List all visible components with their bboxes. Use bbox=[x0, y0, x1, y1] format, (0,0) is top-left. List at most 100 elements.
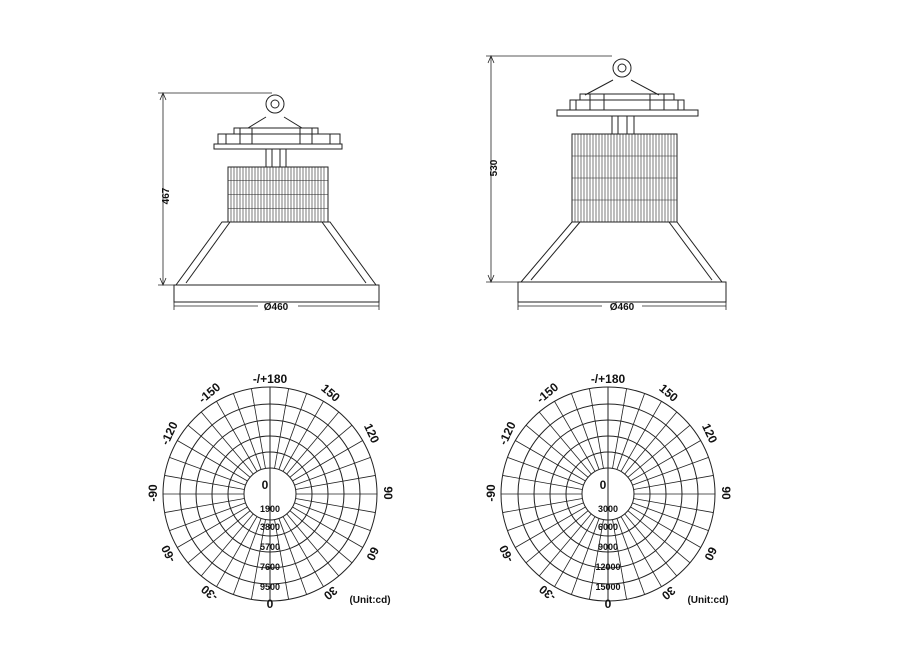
left-angle-left-upper: -120 bbox=[158, 419, 181, 447]
left-reflector bbox=[175, 221, 377, 286]
polar-spoke bbox=[525, 510, 589, 564]
polar-spoke bbox=[295, 475, 376, 490]
left-diameter-label: Ø460 bbox=[264, 302, 289, 313]
polar-spoke bbox=[251, 388, 266, 469]
polar-spoke bbox=[632, 502, 709, 531]
right-diameter-label: Ø460 bbox=[610, 302, 635, 313]
right-unit-label: (Unit:cd) bbox=[687, 595, 728, 606]
right-driver-housing bbox=[556, 93, 699, 117]
right-angle-left-lower: -60 bbox=[496, 543, 516, 565]
polar-spoke bbox=[289, 510, 353, 564]
right-polar-diagram: -/+180 -150 150 -120 120 -90 90 -60 60 -… bbox=[484, 372, 733, 611]
left-angle-right: 90 bbox=[381, 486, 395, 500]
left-driver-housing bbox=[213, 127, 343, 150]
right-angle-left: -90 bbox=[484, 484, 498, 502]
polar-spoke bbox=[164, 475, 245, 490]
polar-spoke bbox=[216, 401, 258, 472]
right-heatsink bbox=[571, 133, 678, 223]
left-angle-bottom: 0 bbox=[267, 597, 274, 611]
right-center-label: 0 bbox=[600, 478, 607, 492]
right-ring-label-3: 9000 bbox=[598, 542, 618, 552]
right-lamp-drawing bbox=[486, 54, 727, 310]
polar-spoke bbox=[630, 440, 701, 482]
left-heatsink bbox=[227, 166, 329, 223]
polar-spoke bbox=[251, 519, 266, 600]
polar-spoke bbox=[554, 401, 596, 472]
polar-spoke bbox=[624, 411, 678, 475]
left-polar-grid bbox=[162, 386, 378, 602]
left-angle-top: -/+180 bbox=[253, 372, 288, 386]
polar-spoke bbox=[274, 388, 289, 469]
polar-spoke bbox=[571, 393, 600, 470]
left-angle-left: -90 bbox=[146, 484, 160, 502]
polar-spoke bbox=[525, 424, 589, 478]
polar-spoke bbox=[278, 518, 307, 595]
polar-spoke bbox=[169, 457, 246, 486]
right-ring-label-5: 15000 bbox=[595, 582, 620, 592]
polar-spoke bbox=[627, 424, 691, 478]
polar-spoke bbox=[507, 502, 584, 531]
right-angle-right-top: 150 bbox=[656, 381, 681, 405]
left-ring-label-5: 9500 bbox=[260, 582, 280, 592]
polar-spoke bbox=[200, 513, 254, 577]
left-hanging-ring bbox=[265, 94, 285, 114]
right-reflector-rim bbox=[517, 281, 727, 303]
polar-spoke bbox=[616, 393, 645, 470]
right-height-label: 530 bbox=[489, 159, 500, 176]
left-polar-diagram: -/+180 -150 150 -120 120 -90 90 -60 60 -… bbox=[146, 372, 395, 611]
polar-spoke bbox=[633, 475, 714, 490]
left-ring-label-3: 5700 bbox=[260, 542, 280, 552]
polar-spoke bbox=[589, 388, 604, 469]
polar-spoke bbox=[632, 457, 709, 486]
polar-spoke bbox=[292, 506, 363, 548]
left-height-label: 467 bbox=[161, 187, 172, 204]
right-ring-label-2: 6000 bbox=[598, 522, 618, 532]
polar-spoke bbox=[620, 401, 662, 472]
polar-spoke bbox=[612, 519, 627, 600]
polar-spoke bbox=[620, 516, 662, 587]
polar-spoke bbox=[177, 506, 248, 548]
polar-spoke bbox=[294, 502, 371, 531]
polar-spoke bbox=[502, 475, 583, 490]
right-angle-right: 90 bbox=[719, 486, 733, 500]
polar-spoke bbox=[538, 411, 592, 475]
left-ring-label-2: 3800 bbox=[260, 522, 280, 532]
polar-spoke bbox=[538, 513, 592, 577]
polar-spoke bbox=[187, 424, 251, 478]
polar-spoke bbox=[274, 519, 289, 600]
left-unit-label: (Unit:cd) bbox=[349, 595, 390, 606]
right-angle-left-top: -150 bbox=[534, 380, 562, 406]
left-angle-right-upper: 120 bbox=[361, 421, 382, 445]
right-diameter-dimension bbox=[517, 302, 727, 310]
polar-spoke bbox=[289, 424, 353, 478]
polar-spoke bbox=[282, 401, 324, 472]
left-center-label: 0 bbox=[262, 478, 269, 492]
polar-spoke bbox=[630, 506, 701, 548]
left-diameter-dimension bbox=[173, 302, 380, 310]
left-angle-right-top: 150 bbox=[318, 381, 343, 405]
polar-spoke bbox=[502, 498, 583, 513]
right-hanging-ring bbox=[612, 58, 632, 78]
polar-spoke bbox=[633, 498, 714, 513]
polar-spoke bbox=[294, 457, 371, 486]
polar-spoke bbox=[295, 498, 376, 513]
left-angle-left-lower: -60 bbox=[158, 543, 178, 565]
polar-spoke bbox=[177, 440, 248, 482]
polar-spoke bbox=[624, 513, 678, 577]
polar-spoke bbox=[589, 519, 604, 600]
polar-spoke bbox=[282, 516, 324, 587]
polar-spoke bbox=[292, 440, 363, 482]
left-reflector-rim bbox=[173, 284, 380, 303]
left-lamp-drawing bbox=[158, 91, 380, 310]
polar-spoke bbox=[515, 506, 586, 548]
right-ring-label-1: 3000 bbox=[598, 504, 618, 514]
polar-spoke bbox=[554, 516, 596, 587]
left-ring-label-1: 1900 bbox=[260, 504, 280, 514]
right-stem bbox=[611, 115, 635, 135]
left-ring-label-4: 7600 bbox=[260, 562, 280, 572]
right-polar-grid bbox=[500, 386, 716, 602]
polar-spoke bbox=[286, 513, 340, 577]
polar-spoke bbox=[627, 510, 691, 564]
polar-spoke bbox=[216, 516, 258, 587]
